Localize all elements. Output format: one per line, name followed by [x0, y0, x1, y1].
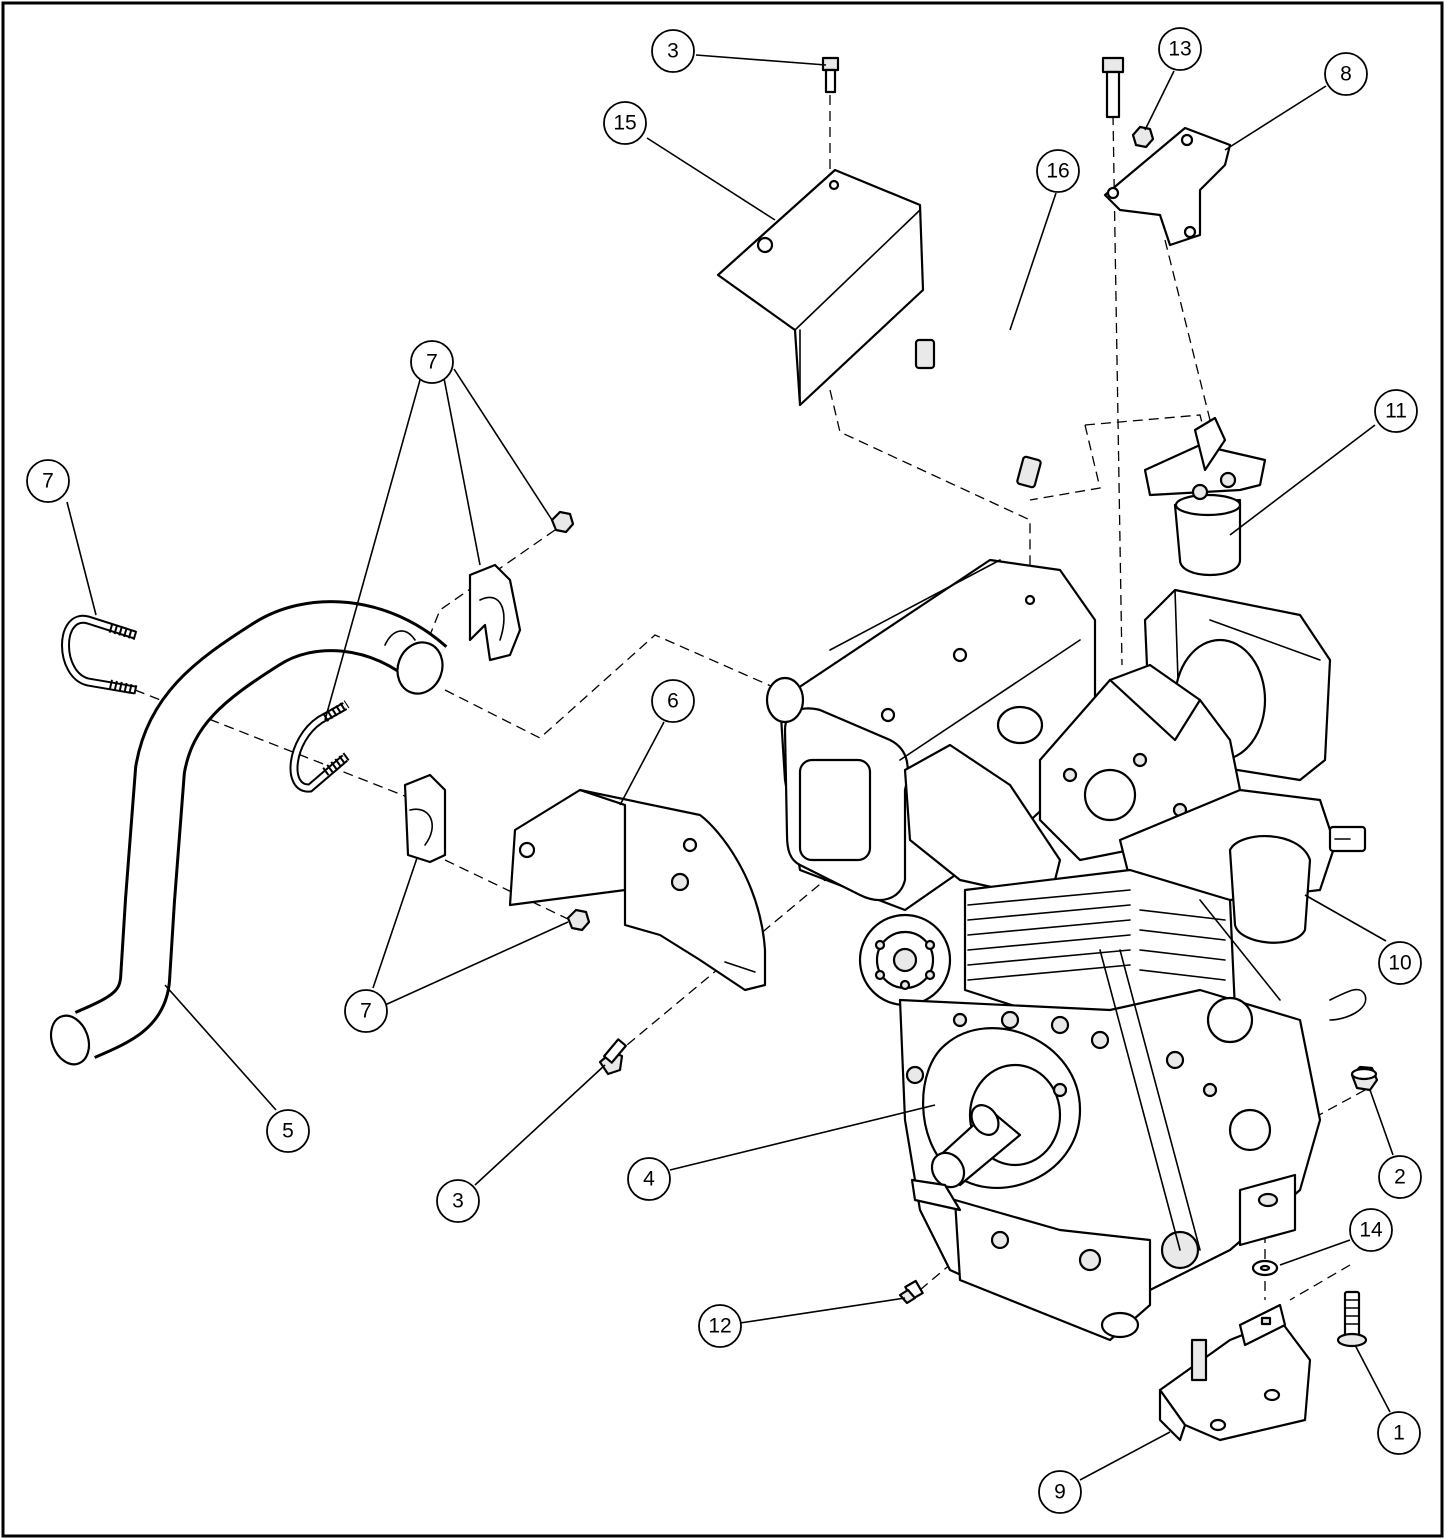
leader-lines — [66, 54, 1394, 1481]
clamp-nut-upper — [550, 510, 575, 534]
callout-label: 11 — [1385, 400, 1407, 423]
muffler-bracket — [508, 788, 767, 992]
callout-7-left: 7 — [26, 459, 70, 503]
callout-label: 16 — [1046, 160, 1069, 183]
callout-label: 14 — [1359, 1219, 1383, 1242]
callout-16: 16 — [1036, 149, 1080, 193]
callout-10: 10 — [1378, 941, 1422, 985]
callout-7-upper: 7 — [410, 340, 454, 384]
callout-label: 5 — [282, 1120, 294, 1143]
u-bolt-center — [289, 700, 350, 793]
engine-mount — [1158, 1303, 1312, 1442]
callout-label: 2 — [1394, 1166, 1406, 1189]
callout-11: 11 — [1374, 389, 1418, 433]
clamp-nut-lower — [566, 908, 591, 932]
fuel-line — [914, 315, 1098, 489]
callout-label: 7 — [360, 1000, 372, 1023]
exhaust-pipe — [49, 600, 448, 1066]
u-bolt-left — [61, 614, 139, 695]
callout-14: 14 — [1349, 1208, 1393, 1252]
heat-shield — [716, 168, 925, 407]
callout-label: 7 — [42, 470, 54, 493]
callout-13: 13 — [1158, 27, 1202, 71]
callout-7-lower: 7 — [344, 989, 388, 1033]
callouts: 3 15 13 8 16 11 7 7 — [26, 27, 1422, 1514]
callout-6: 6 — [651, 679, 695, 723]
callout-15: 15 — [603, 101, 647, 145]
bracket-bolt — [598, 1038, 628, 1076]
callout-3-top: 3 — [651, 29, 695, 73]
mount-washer — [1251, 1259, 1279, 1277]
callout-label: 7 — [426, 351, 438, 374]
callout-label: 4 — [643, 1168, 655, 1191]
fuel-filter — [1143, 416, 1267, 577]
mount-nut — [1350, 1065, 1379, 1092]
callout-label: 6 — [667, 690, 679, 713]
callout-1: 1 — [1377, 1411, 1421, 1455]
callout-12: 12 — [698, 1304, 742, 1348]
callout-label: 3 — [667, 40, 679, 63]
callout-label: 3 — [452, 1190, 464, 1213]
callout-label: 8 — [1340, 63, 1352, 86]
engine-assembly — [765, 558, 1367, 1342]
callout-9: 9 — [1038, 1470, 1082, 1514]
callout-2: 2 — [1378, 1155, 1422, 1199]
callout-3-lower: 3 — [436, 1179, 480, 1223]
callout-label: 9 — [1054, 1481, 1066, 1504]
filter-bracket — [1103, 126, 1232, 247]
callout-label: 10 — [1388, 952, 1411, 975]
callout-4: 4 — [627, 1157, 671, 1201]
callout-label: 1 — [1393, 1422, 1405, 1445]
bracket-nut — [1131, 125, 1155, 149]
callout-8: 8 — [1324, 52, 1368, 96]
drain-bolt — [898, 1279, 924, 1305]
bracket-long-bolt — [1101, 56, 1125, 119]
callout-label: 15 — [613, 112, 636, 135]
exhaust-clamp-upper — [468, 563, 522, 662]
callout-5: 5 — [266, 1109, 310, 1153]
callout-label: 13 — [1168, 38, 1191, 61]
shield-bolt — [821, 56, 840, 94]
mount-bolt — [1336, 1290, 1368, 1348]
exhaust-clamp-lower — [403, 773, 447, 864]
callout-label: 12 — [708, 1315, 731, 1338]
